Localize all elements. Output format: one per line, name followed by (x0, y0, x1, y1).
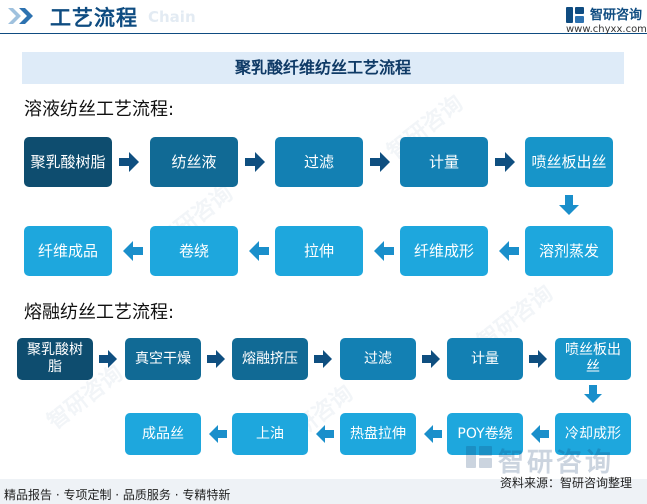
solution-step-metering: 计量 (400, 137, 488, 187)
arrow-right-icon (422, 350, 440, 368)
arrow-right-icon (314, 350, 332, 368)
melt-heading: 熔融纺丝工艺流程: (24, 302, 175, 323)
arrow-right-icon (99, 350, 117, 368)
watermark-brand: 智研咨询 (498, 448, 615, 478)
arrow-left-icon (123, 241, 143, 261)
diagram-title: 聚乳酸纤维纺丝工艺流程 (234, 58, 411, 77)
melt-step-cooling-forming: 冷却成形 (555, 413, 631, 455)
melt-step-spinneret: 喷丝板出丝 (555, 338, 631, 380)
melt-step-vacuum-drying: 真空干燥 (125, 338, 201, 380)
solution-step-solvent-evaporation: 溶剂蒸发 (525, 226, 613, 276)
page-subtitle: Chain (148, 8, 196, 26)
melt-step-oiling: 上油 (232, 413, 308, 455)
solution-step-fiber-forming: 纤维成形 (400, 226, 488, 276)
melt-step-resin: 聚乳酸树脂 (17, 338, 93, 380)
arrow-down-icon (584, 385, 602, 403)
arrow-right-icon (119, 152, 139, 172)
source-note: 资料来源：智研咨询整理 (500, 476, 633, 490)
arrow-left-icon (531, 425, 549, 443)
melt-step-finished-yarn: 成品丝 (125, 413, 201, 455)
arrow-left-icon (209, 425, 227, 443)
arrow-right-icon (370, 152, 390, 172)
footer-tagline: 精品报告 · 专项定制 · 品质服务 · 专精特新 (4, 488, 231, 502)
arrow-left-icon (499, 241, 519, 261)
solution-heading: 溶液纺丝工艺流程: (24, 99, 175, 120)
page-title: 工艺流程 (50, 6, 138, 30)
arrow-left-icon (249, 241, 269, 261)
arrow-right-icon (207, 350, 225, 368)
solution-step-resin: 聚乳酸树脂 (24, 137, 112, 187)
arrow-left-icon (424, 425, 442, 443)
arrow-left-icon (316, 425, 334, 443)
header-divider (0, 33, 647, 34)
brand-url: www.chyxx.com (566, 24, 647, 35)
solution-step-drawing: 拉伸 (275, 226, 363, 276)
watermark-logo-icon (466, 446, 492, 468)
arrow-right-icon (245, 152, 265, 172)
melt-step-metering: 计量 (447, 338, 523, 380)
brand-name: 智研咨询 (590, 8, 643, 23)
solution-step-spinning-solution: 纺丝液 (150, 137, 238, 187)
solution-step-fiber-product: 纤维成品 (24, 226, 112, 276)
solution-step-filter: 过滤 (275, 137, 363, 187)
arrow-left-icon (374, 241, 394, 261)
title-banner (22, 52, 624, 84)
arrow-right-icon (495, 152, 515, 172)
melt-step-filter: 过滤 (340, 338, 416, 380)
solution-step-spinneret: 喷丝板出丝 (525, 137, 613, 187)
header-chevrons-icon (8, 8, 33, 24)
arrow-right-icon (529, 350, 547, 368)
arrow-down-icon (559, 195, 579, 215)
melt-step-melt-extrusion: 熔融挤压 (232, 338, 308, 380)
solution-step-winding: 卷绕 (150, 226, 238, 276)
brand-logo-icon (566, 7, 584, 23)
melt-step-poy-winding: POY卷绕 (447, 413, 523, 455)
melt-step-hot-plate-drawing: 热盘拉伸 (340, 413, 416, 455)
footer-band (0, 479, 647, 504)
